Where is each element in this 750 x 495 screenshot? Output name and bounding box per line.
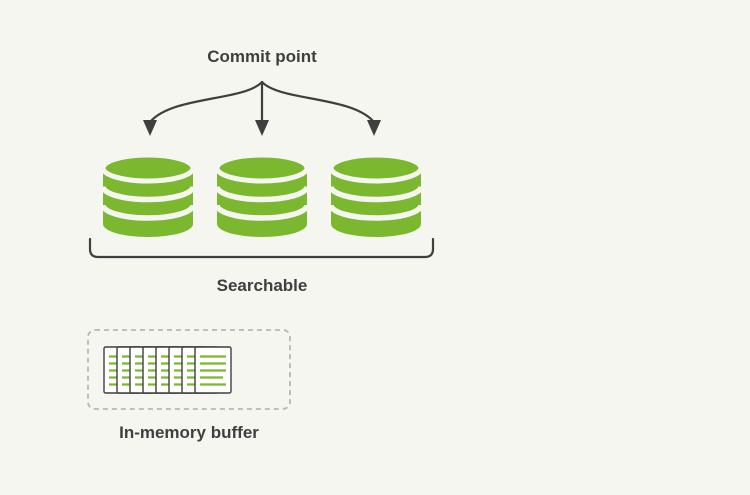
arrow-right: [260, 80, 375, 123]
database-icon: [331, 155, 421, 237]
document-stack-icon: [102, 345, 233, 395]
commit-point-arrows: [143, 80, 381, 136]
in-memory-buffer-label: In-memory buffer: [119, 423, 259, 442]
commit-point-label: Commit point: [207, 47, 317, 66]
document-page-icon: [193, 345, 233, 395]
in-memory-buffer-box: [87, 329, 291, 410]
arrow-left: [149, 80, 264, 123]
database-icon: [103, 155, 193, 237]
searchable-label: Searchable: [216, 276, 308, 295]
segment-databases: [103, 155, 421, 237]
arrowhead-left-icon: [143, 120, 157, 136]
database-icon: [217, 155, 307, 237]
arrowhead-middle-icon: [255, 120, 269, 136]
searchable-bracket: [88, 237, 435, 259]
arrowhead-right-icon: [367, 120, 381, 136]
